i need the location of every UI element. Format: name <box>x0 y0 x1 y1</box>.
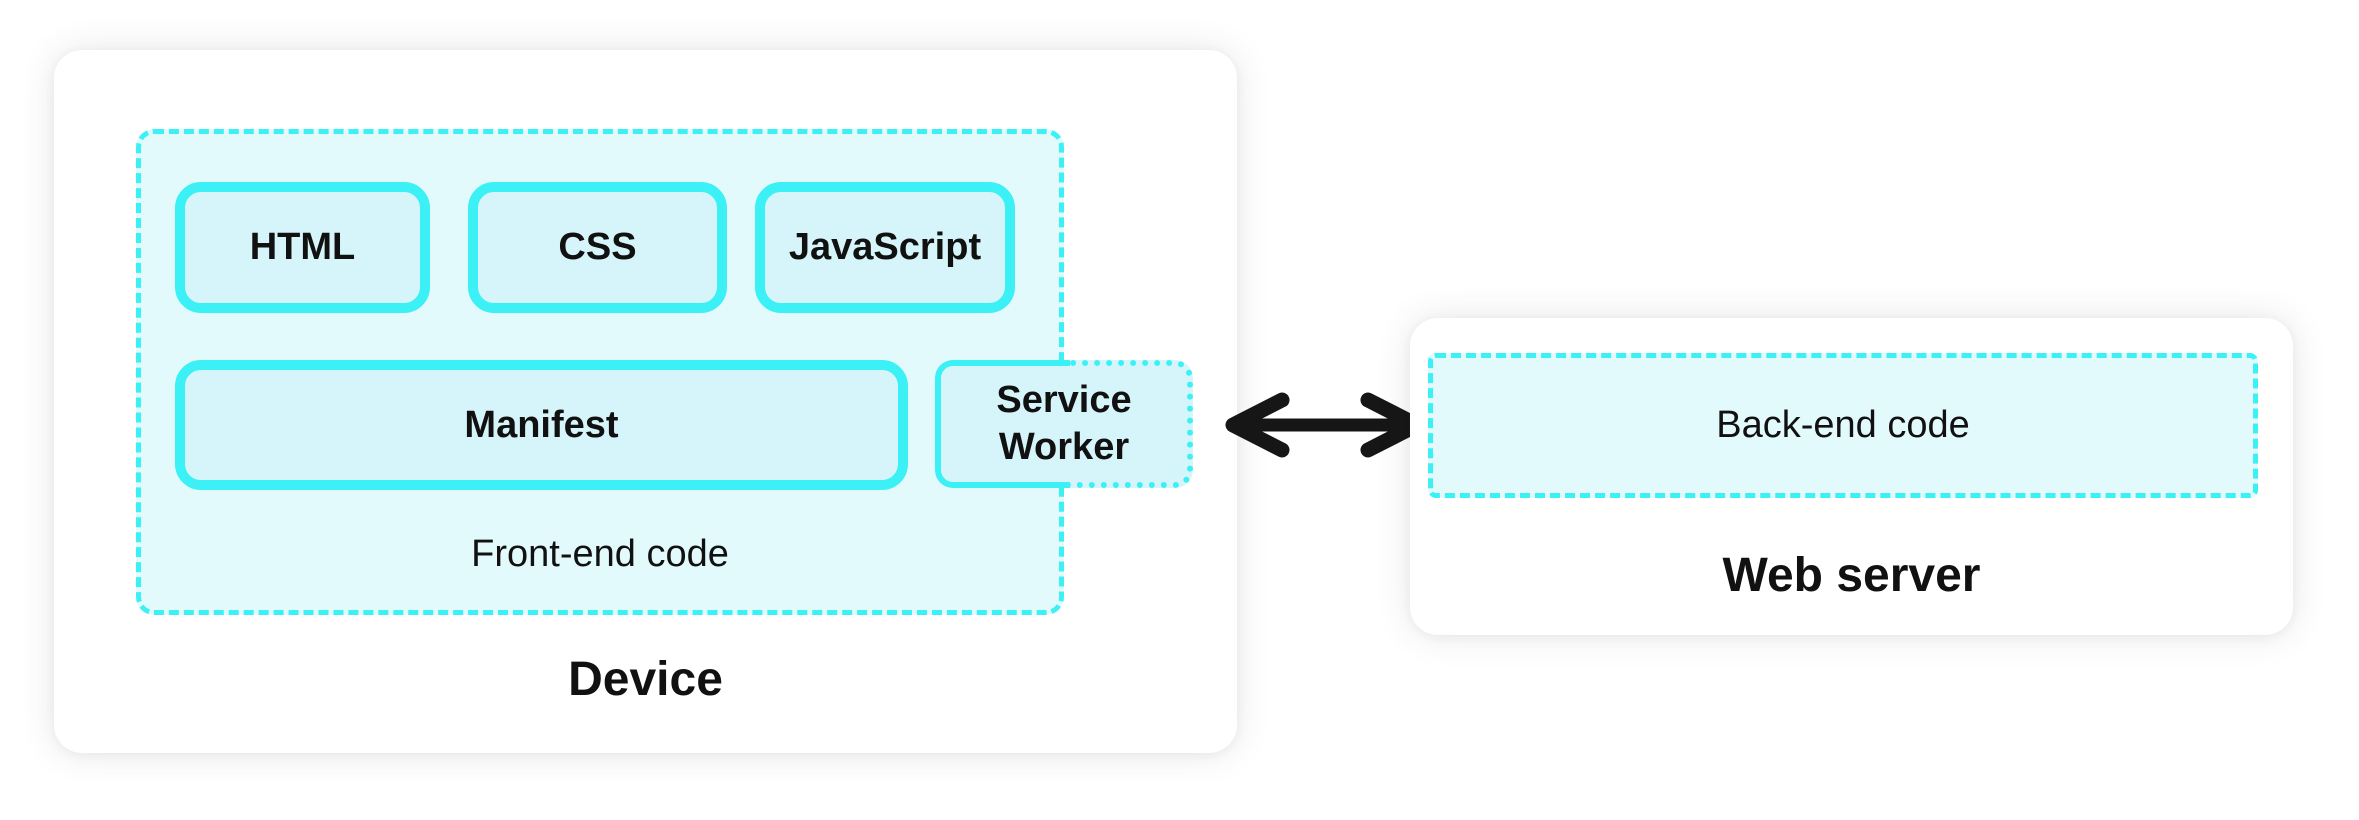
css-box-label: CSS <box>558 226 637 268</box>
web-server-title: Web server <box>1722 549 1981 602</box>
frontend-code-group: HTML CSS JavaScript Manifest Service Wor… <box>136 129 1193 615</box>
html-box: HTML <box>175 182 430 313</box>
backend-code-group: Back-end code <box>1428 353 2258 498</box>
service-worker-label: Service Worker <box>996 379 1132 468</box>
backend-code-label: Back-end code <box>1716 404 1970 446</box>
frontend-code-label: Front-end code <box>471 533 729 575</box>
double-arrow-icon <box>1222 392 1428 458</box>
html-box-label: HTML <box>249 226 356 268</box>
device-card: HTML CSS JavaScript Manifest Service Wor… <box>54 50 1237 753</box>
javascript-box: JavaScript <box>755 182 1015 313</box>
manifest-box: Manifest <box>175 360 908 490</box>
javascript-box-label: JavaScript <box>788 226 982 268</box>
service-worker-box: Service Worker <box>935 360 1193 488</box>
css-box: CSS <box>468 182 727 313</box>
web-server-card: Back-end code Web server <box>1410 318 2293 635</box>
manifest-box-label: Manifest <box>464 403 619 446</box>
device-title: Device <box>568 653 723 706</box>
